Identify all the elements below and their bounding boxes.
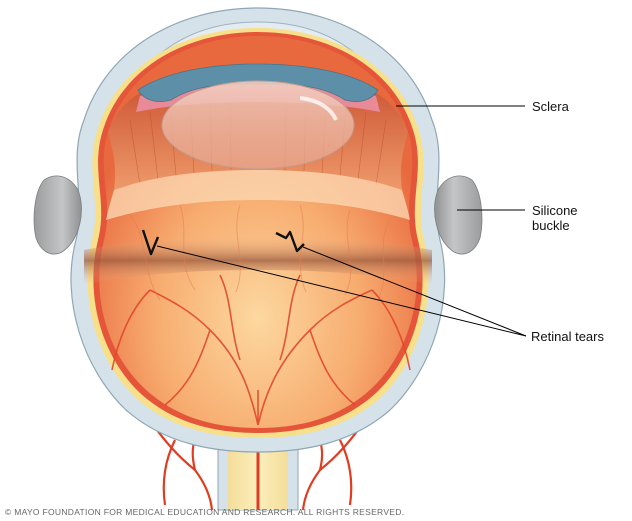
faint-vessels xyxy=(129,204,391,301)
label-sclera: Sclera xyxy=(532,99,569,114)
tear-leader-left xyxy=(156,245,527,337)
copyright-notice: © MAYO FOUNDATION FOR MEDICAL EDUCATION … xyxy=(5,507,405,517)
buckle-indent-shadow xyxy=(84,236,432,285)
retinal-tear-left xyxy=(141,229,160,256)
tear-leader-right xyxy=(302,246,527,337)
label-silicone-buckle: Silicone buckle xyxy=(532,203,578,233)
retinal-tear-right xyxy=(275,230,305,253)
label-retinal-tears: Retinal tears xyxy=(531,329,604,344)
lens xyxy=(161,80,355,170)
retinal-vessels xyxy=(111,274,411,426)
silicone-buckle-left xyxy=(33,175,82,255)
silicone-buckle-right xyxy=(434,175,483,255)
leader-lines xyxy=(156,105,527,337)
